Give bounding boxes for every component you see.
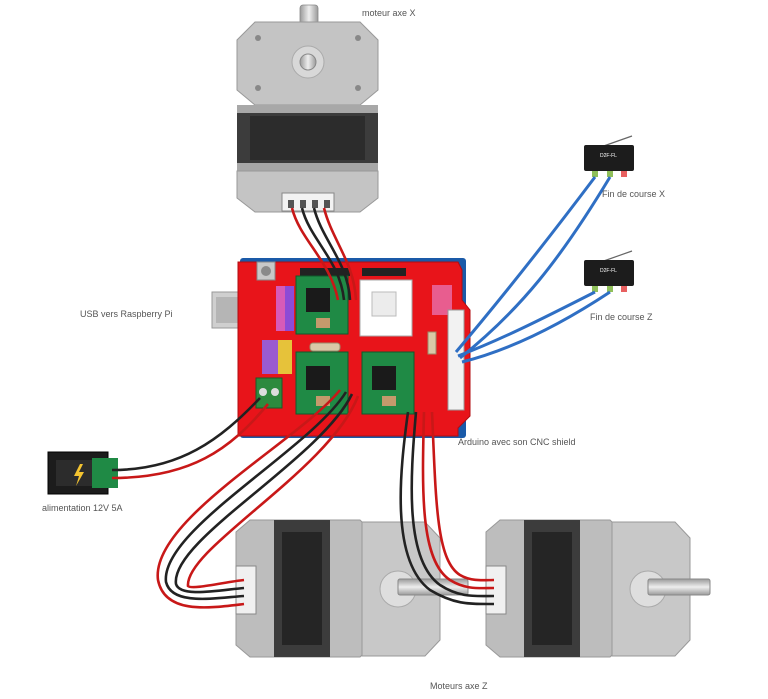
motor-z-left (235, 519, 469, 658)
wires-power (111, 397, 270, 480)
driver-y (359, 279, 413, 337)
label-power: alimentation 12V 5A (42, 503, 123, 513)
label-endstop-z: Fin de course Z (590, 312, 653, 322)
power-jack (47, 451, 118, 495)
wires-motor-x (290, 207, 358, 301)
arduino-cnc-shield (237, 258, 471, 438)
bolt-icon (74, 464, 84, 486)
driver-z (295, 351, 349, 415)
label-motors-z: Moteurs axe Z (430, 681, 488, 691)
motor-z-right (485, 519, 711, 658)
wires-endstops (454, 176, 612, 364)
wires-motor-z-left (156, 389, 360, 609)
label-motor-x: moteur axe X (362, 8, 416, 18)
endstop-x: D2F-FL (584, 135, 634, 177)
endstop-z-code: D2F-FL (600, 268, 617, 274)
endstop-z: D2F-FL (584, 250, 634, 292)
wires-motor-z-right (399, 411, 495, 606)
label-arduino: Arduino avec son CNC shield (458, 437, 576, 447)
label-usb: USB vers Raspberry Pi (80, 309, 173, 319)
driver-x (295, 275, 349, 335)
endstop-x-code: D2F-FL (600, 153, 617, 159)
motor-x (236, 4, 379, 213)
label-endstop-x: Fin de course X (602, 189, 666, 199)
driver-a (361, 351, 415, 415)
